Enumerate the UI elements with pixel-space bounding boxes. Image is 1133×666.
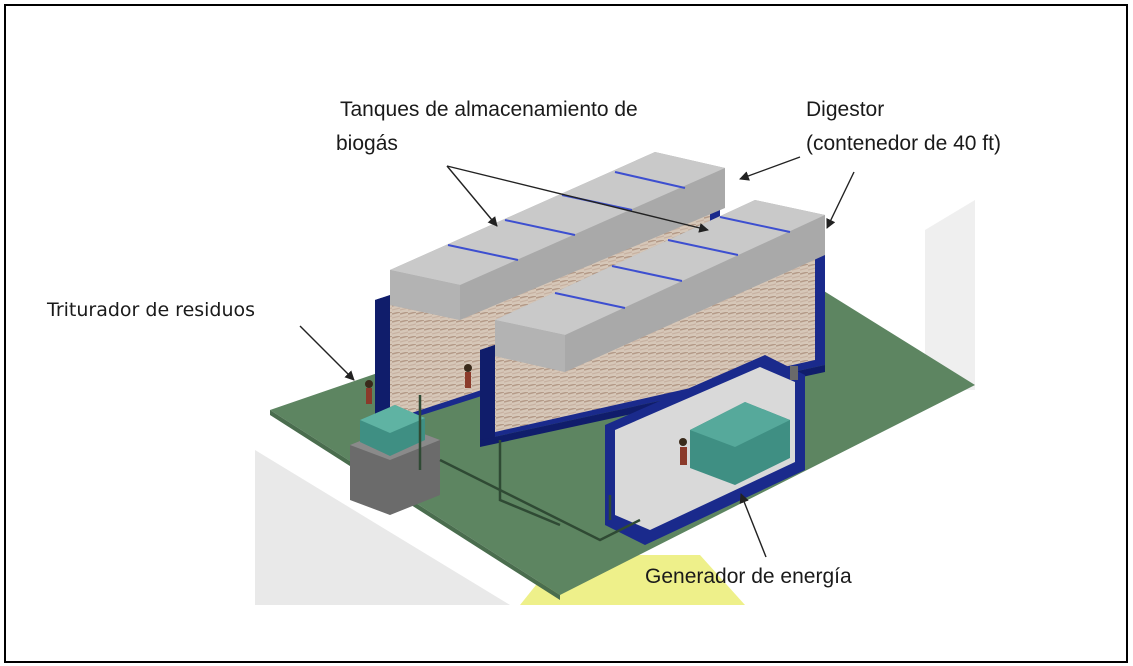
ground-pipes bbox=[418, 395, 641, 542]
label-digestor-line2: (contenedor de 40 ft) bbox=[806, 132, 1001, 155]
label-tanques-line2: biogás bbox=[336, 132, 398, 155]
label-digestor-line1: Digestor bbox=[806, 98, 885, 121]
label-generador: Generador de energía bbox=[645, 565, 852, 588]
generator-container bbox=[605, 355, 805, 545]
worker-figures bbox=[365, 364, 687, 465]
label-triturador: Triturador de residuos bbox=[47, 299, 256, 321]
background-shadow bbox=[255, 450, 510, 605]
waste-shredder bbox=[350, 405, 440, 515]
biogas-tanks-back bbox=[390, 152, 725, 320]
label-tanques-line1: Tanques de almacenamiento de bbox=[340, 98, 638, 121]
background-shape-right bbox=[925, 200, 975, 390]
biogas-tanks-front bbox=[495, 200, 825, 372]
annotation-arrows bbox=[299, 156, 855, 558]
